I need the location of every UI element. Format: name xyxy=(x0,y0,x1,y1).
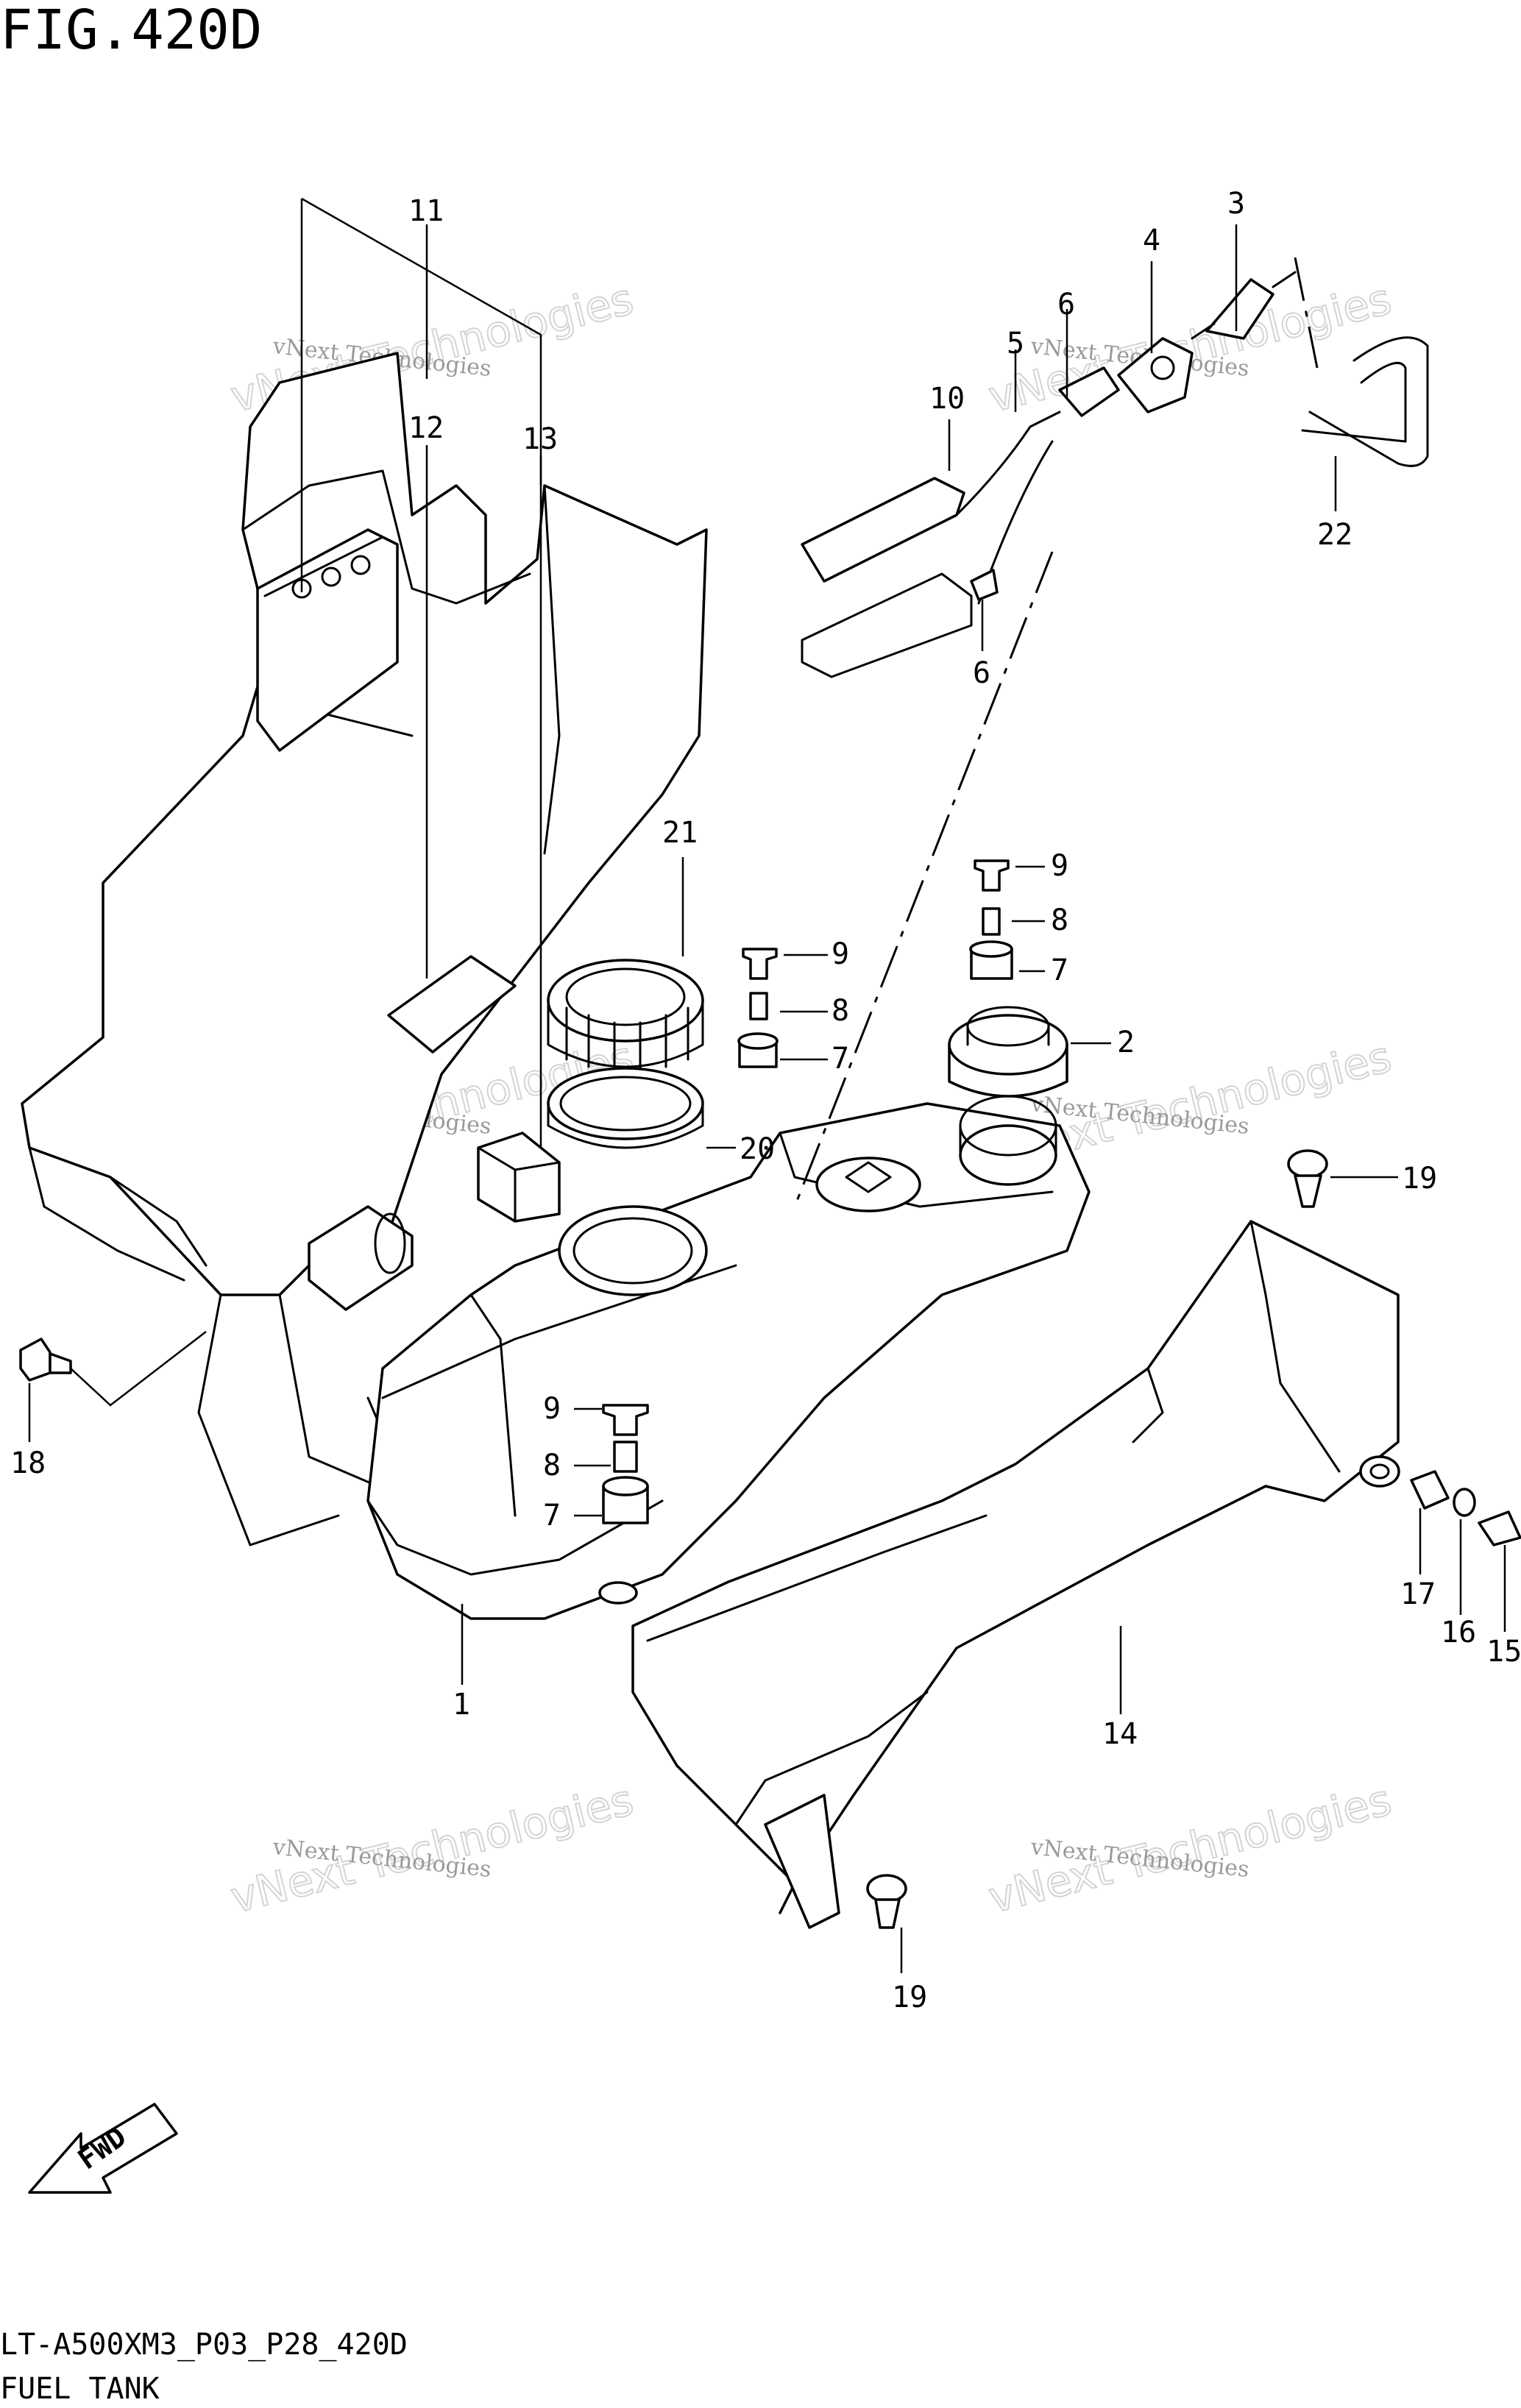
callouts: 11 12 13 21 20 9 8 7 9 8 7 2 3 4 6 5 10 … xyxy=(10,187,1521,2014)
grommet-stack-lower xyxy=(602,1404,649,1524)
clip-lower xyxy=(866,1874,907,1929)
callout-22: 22 xyxy=(1317,518,1352,552)
breather-hose-assembly xyxy=(801,271,1297,678)
fuel-cap xyxy=(948,1006,1068,1098)
callout-8-ring: 8 xyxy=(832,994,849,1028)
callout-7-tank: 7 xyxy=(543,1499,561,1532)
washer xyxy=(1453,1488,1476,1517)
mounting-bracket-left xyxy=(256,528,399,752)
tank-bracket-right xyxy=(631,1220,1400,1929)
callout-16: 16 xyxy=(1441,1616,1476,1649)
fuel-tank xyxy=(366,1095,1091,1620)
vent-hose xyxy=(1301,336,1429,467)
collar-spacer xyxy=(1410,1470,1450,1510)
clip-upper xyxy=(1287,1149,1328,1208)
callout-7-ring: 7 xyxy=(832,1042,849,1076)
fuel-pump-body xyxy=(308,1205,414,1311)
callout-19-top: 19 xyxy=(1402,1162,1437,1196)
callout-1: 1 xyxy=(453,1688,470,1722)
callout-9-tank: 9 xyxy=(543,1392,561,1426)
guide-lines xyxy=(300,197,1319,1207)
model-code: LT-A500XM3_P03_P28_420D xyxy=(0,2328,408,2362)
bolt-right xyxy=(1478,1510,1521,1546)
callout-8-tank: 8 xyxy=(543,1449,561,1482)
callout-6-top: 6 xyxy=(1057,288,1075,322)
leader-lines xyxy=(28,224,1506,1973)
pump-gasket xyxy=(547,1067,704,1149)
callout-12: 12 xyxy=(408,411,444,445)
callout-9-ring: 9 xyxy=(832,937,849,971)
cushion-block xyxy=(477,1132,561,1223)
section-name: FUEL TANK xyxy=(0,2372,160,2406)
callout-21: 21 xyxy=(662,816,698,850)
grommet-stack-ring xyxy=(737,948,779,1068)
callout-5: 5 xyxy=(1007,327,1024,361)
fwd-arrow: FWD xyxy=(28,2103,178,2194)
callout-8-cap: 8 xyxy=(1051,903,1068,937)
lock-ring xyxy=(547,959,704,1072)
figure-title: FIG.420D xyxy=(0,0,262,62)
side-cover-left xyxy=(21,352,708,1546)
callout-17: 17 xyxy=(1400,1577,1436,1611)
callout-7-cap: 7 xyxy=(1051,953,1068,987)
callout-11: 11 xyxy=(408,194,444,228)
callout-9-cap: 9 xyxy=(1051,849,1068,883)
callout-6-bottom: 6 xyxy=(973,656,990,690)
bolt-left xyxy=(19,1338,72,1382)
callout-20: 20 xyxy=(740,1132,775,1166)
callout-18: 18 xyxy=(10,1446,46,1480)
cushion-pad xyxy=(387,955,517,1054)
callout-15: 15 xyxy=(1486,1635,1521,1669)
callout-13: 13 xyxy=(522,422,558,456)
callout-2: 2 xyxy=(1117,1026,1135,1059)
callout-14: 14 xyxy=(1102,1717,1138,1751)
callout-3: 3 xyxy=(1227,187,1245,221)
callout-4: 4 xyxy=(1143,224,1160,258)
callout-19-bottom: 19 xyxy=(892,1981,927,2014)
callout-10: 10 xyxy=(929,382,965,416)
grommet-stack-cap xyxy=(969,859,1013,980)
